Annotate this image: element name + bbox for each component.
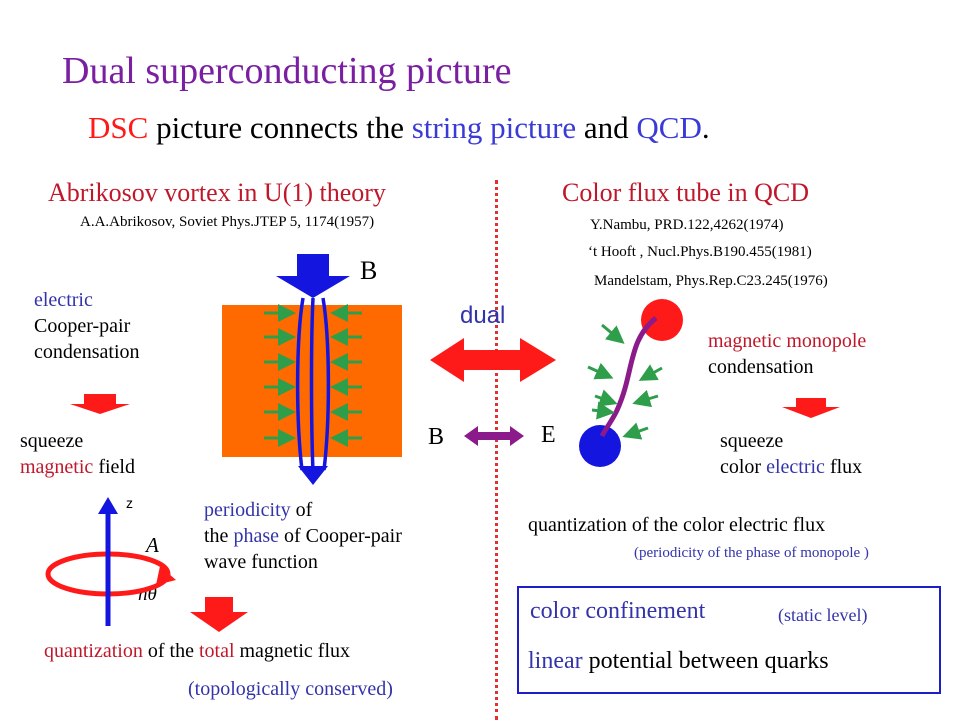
quantization-total: total: [198, 640, 235, 662]
static-level: (static level): [778, 605, 868, 625]
squeeze-magnetic: magnetic: [20, 456, 94, 478]
subtitle-text-2: and: [576, 110, 637, 145]
magnetic-field-arrow-icon: [276, 254, 350, 298]
potential-between-quarks: potential between quarks: [582, 648, 829, 674]
squeeze-arrows-right: [330, 304, 362, 447]
periodicity-line1: periodicity of: [204, 497, 402, 523]
right-condensation: magnetic monopole condensation: [708, 328, 866, 380]
subtitle-string: string picture: [411, 110, 577, 145]
subtitle-dsc: DSC: [88, 110, 149, 145]
left-down-arrow-icon-2: [190, 597, 248, 632]
subtitle-period: .: [701, 110, 710, 145]
ring-arrow-icon: [156, 566, 176, 585]
squeeze-flux-word: flux: [824, 456, 863, 478]
periodicity-phase: phase: [233, 525, 279, 547]
page-title: Dual superconducting picture: [62, 50, 512, 92]
left-squeeze: squeeze magnetic field: [20, 428, 135, 480]
right-squeeze-word: squeeze: [720, 430, 784, 452]
quantization-of-the: of the: [142, 640, 199, 662]
subtitle-text-1: picture connects the: [148, 110, 412, 145]
right-heading: Color flux tube in QCD: [562, 178, 809, 207]
right-ref-mandelstam: Mandelstam, Phys.Rep.C23.245(1976): [594, 273, 828, 289]
dual-label: dual: [460, 302, 506, 329]
condensation-cooper-pair: Cooper-pair: [34, 315, 131, 337]
condensation-monopole: monopole: [781, 330, 867, 352]
periodicity-line3: wave function: [204, 551, 318, 573]
antiquark-blue: [579, 425, 621, 467]
flux-tube-bottom-arrow-icon: [298, 466, 328, 485]
z-axis-label: z: [126, 495, 133, 511]
periodicity-line2: the phase of Cooper-pair: [204, 523, 402, 549]
left-heading: Abrikosov vortex in U(1) theory: [48, 178, 386, 207]
squeeze-field: field: [93, 456, 135, 478]
periodicity-cooper: of Cooper-pair: [278, 525, 402, 547]
right-down-arrow-icon: [782, 398, 840, 418]
right-squeeze: squeeze color electric flux: [720, 428, 862, 480]
left-periodicity: periodicity of the phase of Cooper-pair …: [204, 497, 402, 575]
quark-red: [641, 299, 683, 341]
periodicity-word: periodicity: [204, 499, 291, 521]
center-b-label: B: [428, 424, 445, 450]
z-axis-arrow-icon: [98, 497, 118, 514]
right-quantization: quantization of the color electric flux: [528, 514, 826, 536]
condensation-monopole-line: magnetic monopole: [708, 328, 866, 354]
b-e-double-arrow-icon: [464, 426, 524, 446]
left-b-label: B: [360, 256, 378, 285]
squeeze-electric: electric: [766, 456, 825, 478]
squeeze-arrows-flux: [587, 323, 663, 440]
subtitle: DSC picture connects the string picture …: [88, 110, 710, 146]
confinement-box: [517, 586, 941, 694]
squeeze-color: color: [720, 456, 767, 478]
left-condensation: electric Cooper-pair condensation: [34, 287, 140, 365]
left-down-arrow-icon-1: [70, 394, 130, 414]
squeeze-word: squeeze: [20, 430, 84, 452]
subtitle-qcd: QCD: [636, 110, 702, 145]
squeeze-magnetic-field: magnetic field: [20, 454, 135, 480]
color-flux-tube: [599, 316, 658, 438]
center-e-label: E: [541, 422, 556, 448]
condensation-word: condensation: [34, 341, 140, 363]
right-ref-thooft: ‘t Hooft , Nucl.Phys.B190.455(1981): [588, 244, 812, 260]
right-condensation-word: condensation: [708, 356, 814, 378]
condensation-electric: electric: [34, 289, 93, 311]
right-squeeze-flux: color electric flux: [720, 454, 862, 480]
center-divider: [495, 180, 498, 720]
quantization-magnetic-flux: magnetic flux: [234, 640, 351, 662]
dual-double-arrow-icon: [430, 338, 556, 382]
right-quantization-note: (periodicity of the phase of monopole ): [634, 545, 869, 561]
condensation-magnetic: magnetic: [708, 330, 782, 352]
color-confinement: color confinement: [530, 598, 706, 624]
quantization-word: quantization: [44, 640, 143, 662]
left-quantization: quantization of the total magnetic flux: [44, 640, 350, 663]
vector-potential-label: A: [146, 533, 159, 557]
periodicity-the: the: [204, 525, 234, 547]
linear-word: linear: [528, 648, 583, 674]
flux-tube-lines: [295, 297, 331, 473]
left-reference: A.A.Abrikosov, Soviet Phys.JTEP 5, 1174(…: [80, 214, 375, 230]
right-ref-nambu: Y.Nambu, PRD.122,4262(1974): [590, 217, 784, 233]
periodicity-of: of: [290, 499, 313, 521]
squeeze-arrows-left: [264, 304, 296, 447]
topologically-conserved: (topologically conserved): [188, 678, 393, 700]
linear-potential: linear potential between quarks: [528, 648, 829, 676]
